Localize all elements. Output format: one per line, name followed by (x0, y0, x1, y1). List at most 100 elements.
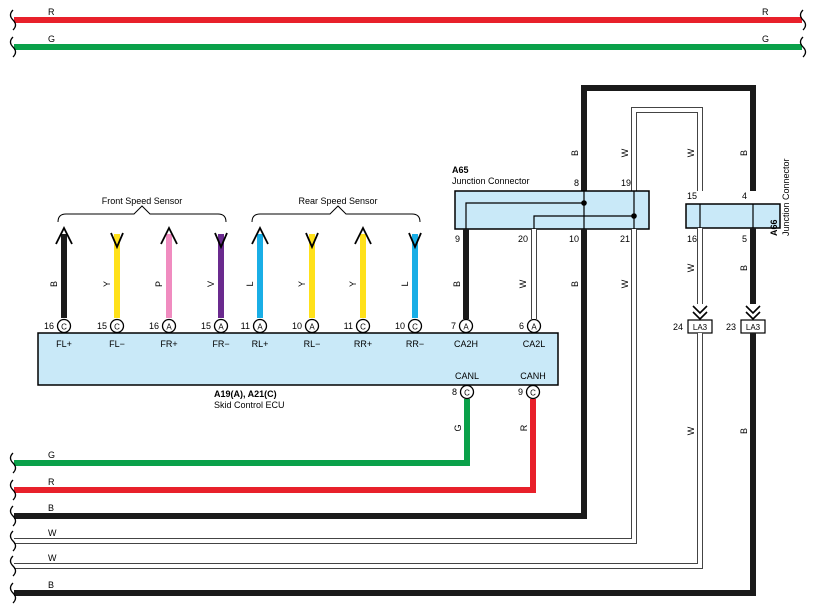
ecu-pin-label-10: CA2L (523, 339, 546, 349)
ecu-pin-label-2: FL− (109, 339, 125, 349)
ecu-top-pins: C16FL+C15FL−A16FR+A15FR−A11RL+A10RL−C11R… (44, 318, 546, 349)
arrow-up-icon (55, 225, 73, 245)
rear-speed-sensor-label: Rear Speed Sensor (298, 196, 377, 206)
ecu-pin-conn-4: A (218, 323, 224, 332)
bottom-wire-label-6: B (48, 580, 54, 590)
a65-pin-21: 21 (620, 234, 630, 244)
a65-junction-connector: A65 Junction Connector 8 19 9 20 10 21 B… (452, 85, 756, 319)
a65-pin-8: 8 (574, 178, 579, 188)
a66-box (685, 203, 781, 229)
ecu-bottom-pin-number-2: 9 (518, 387, 523, 397)
canh-wire-label: R (519, 424, 529, 431)
la3-24-chevron-icon (692, 305, 708, 321)
sensor-wire-label-5: L (245, 281, 255, 286)
a65-21-bus-wire (14, 229, 636, 543)
ecu-pin-circle (56, 318, 72, 334)
ecu-pin-conn-6: A (309, 323, 315, 332)
a65-pin-10: 10 (569, 234, 579, 244)
ecu-pin-number-3: 16 (149, 321, 159, 331)
ecu-bottom-pin-label-1: CANL (455, 371, 479, 381)
ecu-pin-label-4: FR− (212, 339, 229, 349)
ecu-pin-number-9: 7 (451, 321, 456, 331)
ecu-pin-label-5: RL+ (252, 339, 269, 349)
ecu-pin-conn-1: C (61, 323, 67, 332)
a65-8-wire-label: B (570, 150, 580, 156)
skid-control-ecu: C16FL+C15FL−A16FR+A15FR−A11RL+A10RL−C11R… (37, 318, 559, 410)
a65-19-wire-label: W (620, 148, 630, 157)
a66-pin-16: 16 (687, 234, 697, 244)
arrow-down-icon (305, 232, 319, 250)
arrow-up-icon (160, 225, 178, 245)
ecu-pin-circle (252, 318, 268, 334)
ecu-pin-conn-7: C (360, 323, 366, 332)
ecu-bottom-pin-conn-1: C (464, 389, 470, 398)
ecu-pin-number-2: 15 (97, 321, 107, 331)
ecu-pin-number-6: 10 (292, 321, 302, 331)
sensor-wire-label-4: V (206, 281, 216, 287)
a66-name: A66 (769, 219, 779, 236)
ecu-pin-circle (161, 318, 177, 334)
la3-23-bus-wire (14, 333, 756, 596)
a66-4-wire-label: B (739, 150, 749, 156)
a65-desc: Junction Connector (452, 176, 530, 186)
ecu-bottom-pin-label-2: CANH (520, 371, 546, 381)
ecu-pin-circle (213, 318, 229, 334)
a66-pin-15: 15 (687, 191, 697, 201)
sensor-wire-label-7: Y (348, 281, 358, 287)
ecu-pin-number-5: 11 (241, 321, 250, 331)
arrow-up-icon (354, 225, 372, 245)
a65-10-bus-wire (14, 229, 587, 519)
bottom-wire-label-2: R (48, 477, 55, 487)
bottom-wire-label-4: W (48, 528, 57, 538)
arrow-down-icon (408, 232, 422, 250)
a66-desc: Junction Connector (781, 158, 791, 236)
ecu-pin-number-4: 15 (201, 321, 211, 331)
a65-internal-w (533, 191, 635, 229)
la3-23-wire-label: B (739, 428, 749, 434)
ecu-pin-conn-5: A (257, 323, 263, 332)
a65-pin-20: 20 (518, 234, 528, 244)
ecu-pin-label-9: CA2H (454, 339, 478, 349)
a66-5-wire-label: B (739, 265, 749, 271)
ecu-pin-conn-10: A (531, 323, 537, 332)
a65-21-wire-label: W (620, 279, 630, 288)
top-red-label-right: R (762, 7, 769, 17)
a66-pin-5: 5 (742, 234, 747, 244)
ecu-pin-conn-8: C (412, 323, 418, 332)
a65-w-loop-core (632, 108, 702, 191)
ecu-bottom-pin-circle (459, 384, 475, 400)
ecu-bottom-pin-conn-2: C (530, 389, 536, 398)
ecu-pin-label-8: RR− (406, 339, 424, 349)
ecu-pin-conn-2: C (114, 323, 120, 332)
a65-box (454, 190, 650, 230)
a65-pin-9: 9 (455, 234, 460, 244)
arrow-up-icon (251, 225, 269, 245)
top-green-label-right: G (762, 34, 769, 44)
ecu-pin-conn-3: A (166, 323, 172, 332)
ecu-pin-label-7: RR+ (354, 339, 372, 349)
arrow-down-icon (214, 232, 228, 250)
la3-24-bus-wire (14, 333, 702, 568)
ecu-pin-label-6: RL− (304, 339, 321, 349)
ecu-name: A19(A), A21(C) (214, 389, 277, 399)
a65-10-wire-label: B (570, 281, 580, 287)
a65-b-loop-wire (581, 85, 756, 191)
ecu-pin-number-1: 16 (44, 321, 54, 331)
ecu-bottom-pin-number-1: 8 (452, 387, 457, 397)
ecu-desc: Skid Control ECU (214, 400, 285, 410)
top-wires: R R G G (9, 7, 807, 58)
sensor-wire-label-2: Y (102, 281, 112, 287)
a66-16-wire-label: W (686, 263, 696, 272)
ecu-pin-circle (526, 318, 542, 334)
ecu-bottom-pin-circle (525, 384, 541, 400)
la3-24-pin: 24 (673, 322, 683, 332)
ecu-pin-circle (458, 318, 474, 334)
ecu-pin-circle (304, 318, 320, 334)
a65-name: A65 (452, 165, 469, 175)
ecu-pin-circle (407, 318, 423, 334)
